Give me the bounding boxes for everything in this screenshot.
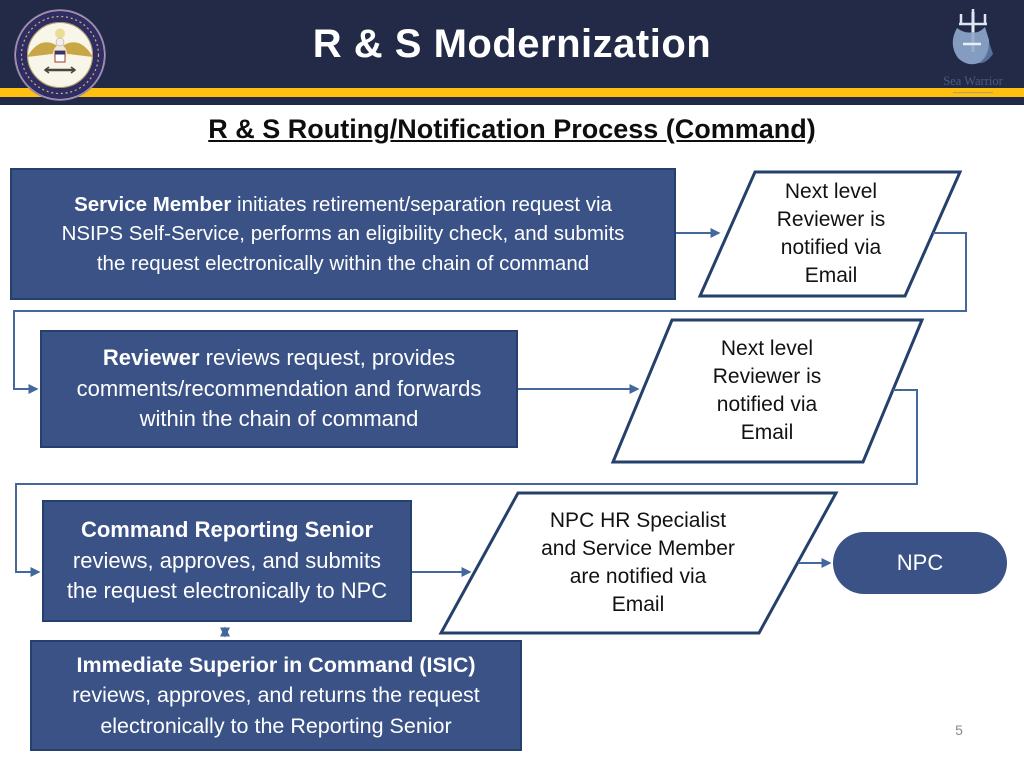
process-box-isic: Immediate Superior in Command (ISIC) rev… bbox=[30, 640, 522, 751]
process-box-text: Immediate Superior in Command (ISIC) rev… bbox=[72, 652, 480, 738]
process-box-text: Service Member initiates retirement/sepa… bbox=[61, 193, 625, 275]
navy-stripe bbox=[0, 97, 1024, 105]
process-box-service-member: Service Member initiates retirement/sepa… bbox=[10, 168, 676, 300]
process-box-text: Reviewer reviews request, provides comme… bbox=[76, 345, 482, 432]
sea-warrior-logo-icon: Sea Warrior bbox=[943, 9, 1004, 94]
parallelogram-notify-2 bbox=[610, 318, 925, 464]
parallelogram-label-notify-3: NPC HR Specialist and Service Member are… bbox=[541, 508, 735, 617]
process-box-command-reporting-senior: Command Reporting Senior reviews, approv… bbox=[42, 500, 412, 622]
page-number: 5 bbox=[955, 722, 963, 738]
terminal-node-npc: NPC bbox=[833, 532, 1007, 594]
parallelogram-label-notify-1: Next level Reviewer is notified via Emai… bbox=[776, 179, 886, 288]
connector-notify1-to-reviewer bbox=[13, 232, 967, 394]
slide-title: R & S Modernization bbox=[312, 22, 712, 66]
sea-warrior-caption: Sea Warrior bbox=[943, 74, 1003, 88]
process-box-text: Command Reporting Senior reviews, approv… bbox=[66, 517, 388, 604]
parallelogram-notify-3 bbox=[438, 491, 839, 635]
header-band bbox=[0, 0, 1024, 88]
connector-notify2-to-crs bbox=[15, 389, 918, 577]
process-box-reviewer: Reviewer reviews request, provides comme… bbox=[40, 330, 518, 448]
gold-stripe bbox=[0, 88, 1024, 97]
parallelogram-notify-1 bbox=[697, 170, 963, 298]
parallelogram-label-notify-2: Next level Reviewer is notified via Emai… bbox=[712, 336, 822, 445]
process-subtitle: R & S Routing/Notification Process (Comm… bbox=[208, 114, 816, 144]
us-navy-seal-icon bbox=[14, 9, 106, 101]
